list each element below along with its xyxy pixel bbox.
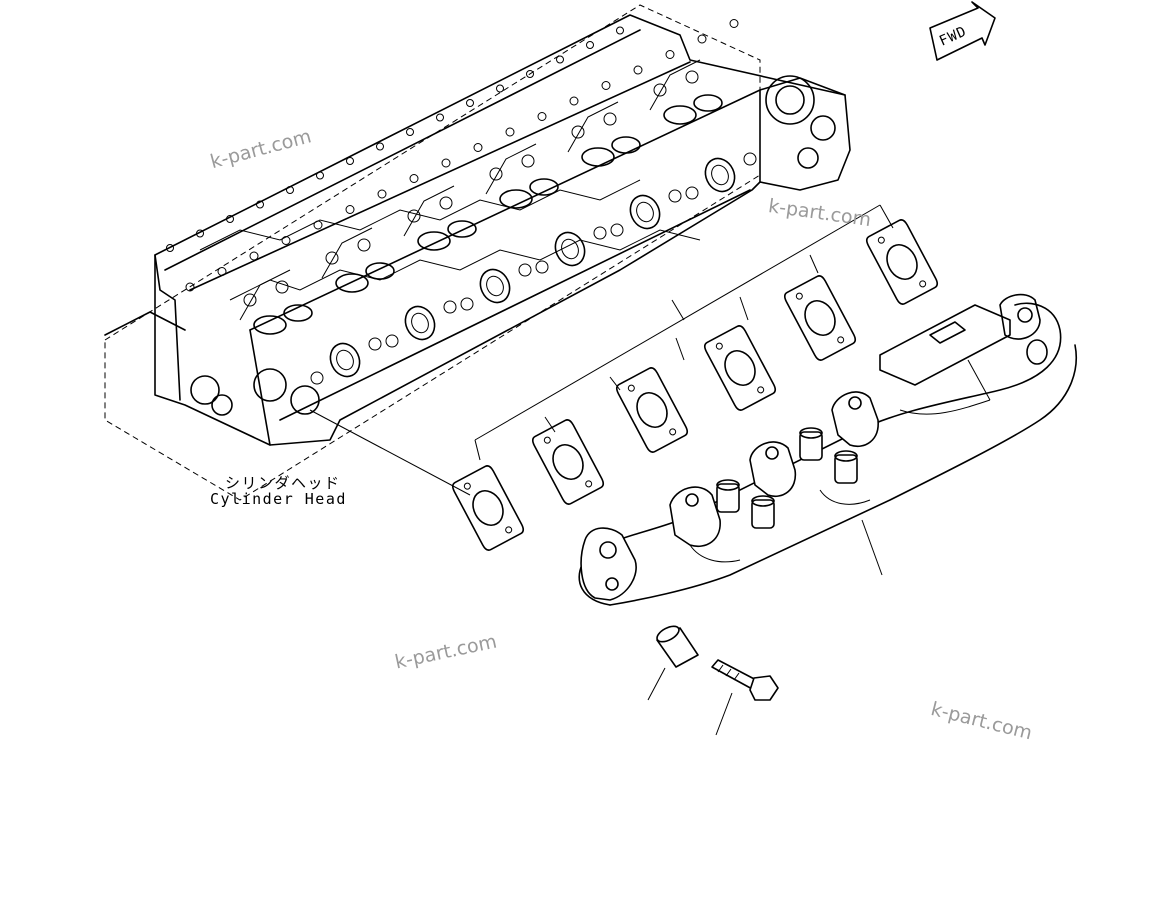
bolt-hole — [286, 186, 294, 194]
valve-seat — [567, 101, 641, 167]
bolt-hole — [226, 215, 234, 223]
bolt-hole — [377, 189, 387, 199]
bolt-hole — [526, 70, 534, 78]
bolt-hole — [376, 142, 384, 151]
bolt-hole — [281, 236, 291, 245]
exhaust-gasket — [615, 367, 689, 453]
bolt-hole — [217, 267, 227, 276]
valve-seat — [485, 143, 559, 209]
fwd-arrow-icon — [929, 1, 996, 61]
bolt-hole — [729, 19, 739, 28]
exhaust-gasket — [783, 275, 857, 361]
bolt-hole — [409, 174, 419, 183]
bolt-hole — [185, 282, 195, 292]
exhaust-port — [385, 300, 457, 348]
bolt-hole — [249, 251, 259, 261]
bolt-hole — [665, 50, 675, 59]
exhaust-port — [610, 189, 682, 237]
exhaust-gasket — [451, 465, 525, 551]
exhaust-port-row — [310, 152, 757, 385]
exhaust-gasket — [865, 219, 939, 305]
bolt-hole — [556, 55, 564, 64]
exhaust-manifold — [578, 293, 1077, 606]
exhaust-port — [310, 337, 382, 385]
exhaust-port — [685, 152, 757, 200]
bolt-hole — [505, 127, 515, 137]
bolt-hole — [256, 200, 264, 209]
bolt-hole — [466, 99, 474, 107]
bolt-hole — [166, 244, 174, 252]
gasket-leader-lines — [309, 204, 894, 496]
bolt-hole — [436, 113, 444, 122]
cylinder-head-label-jp: シリンダヘッド — [225, 474, 341, 492]
bolt-hole — [537, 112, 547, 121]
bolt-hole — [441, 158, 451, 168]
bolt-hole — [196, 229, 204, 238]
valve-seat — [649, 59, 723, 125]
exhaust-gasket — [703, 325, 777, 411]
bolt-hole — [601, 81, 611, 90]
exhaust-port — [460, 263, 532, 311]
valve-seat — [321, 227, 395, 293]
bolt-hole — [316, 171, 324, 180]
bolt-hole — [346, 157, 354, 165]
cylinder-head-label-en: Cylinder Head — [210, 490, 347, 508]
valve-seat — [403, 185, 477, 251]
bolt-hole — [586, 41, 594, 49]
cylinder-head — [104, 4, 851, 501]
spacer-sleeve — [647, 625, 699, 701]
bolt-hole — [616, 26, 624, 35]
exhaust-port — [535, 226, 607, 274]
bolt-hole — [345, 205, 355, 214]
bolt-hole — [569, 96, 579, 106]
flange-bolt — [711, 659, 779, 736]
valve-seat-row — [239, 59, 723, 335]
exhaust-gasket — [531, 419, 605, 505]
bolt-hole — [406, 128, 414, 136]
bolt-hole — [496, 84, 504, 93]
bolt-hole — [697, 34, 707, 44]
bolt-hole — [633, 65, 643, 75]
exhaust-gasket-set — [451, 219, 939, 551]
valve-seat — [239, 269, 313, 335]
bolt-hole — [473, 143, 483, 152]
